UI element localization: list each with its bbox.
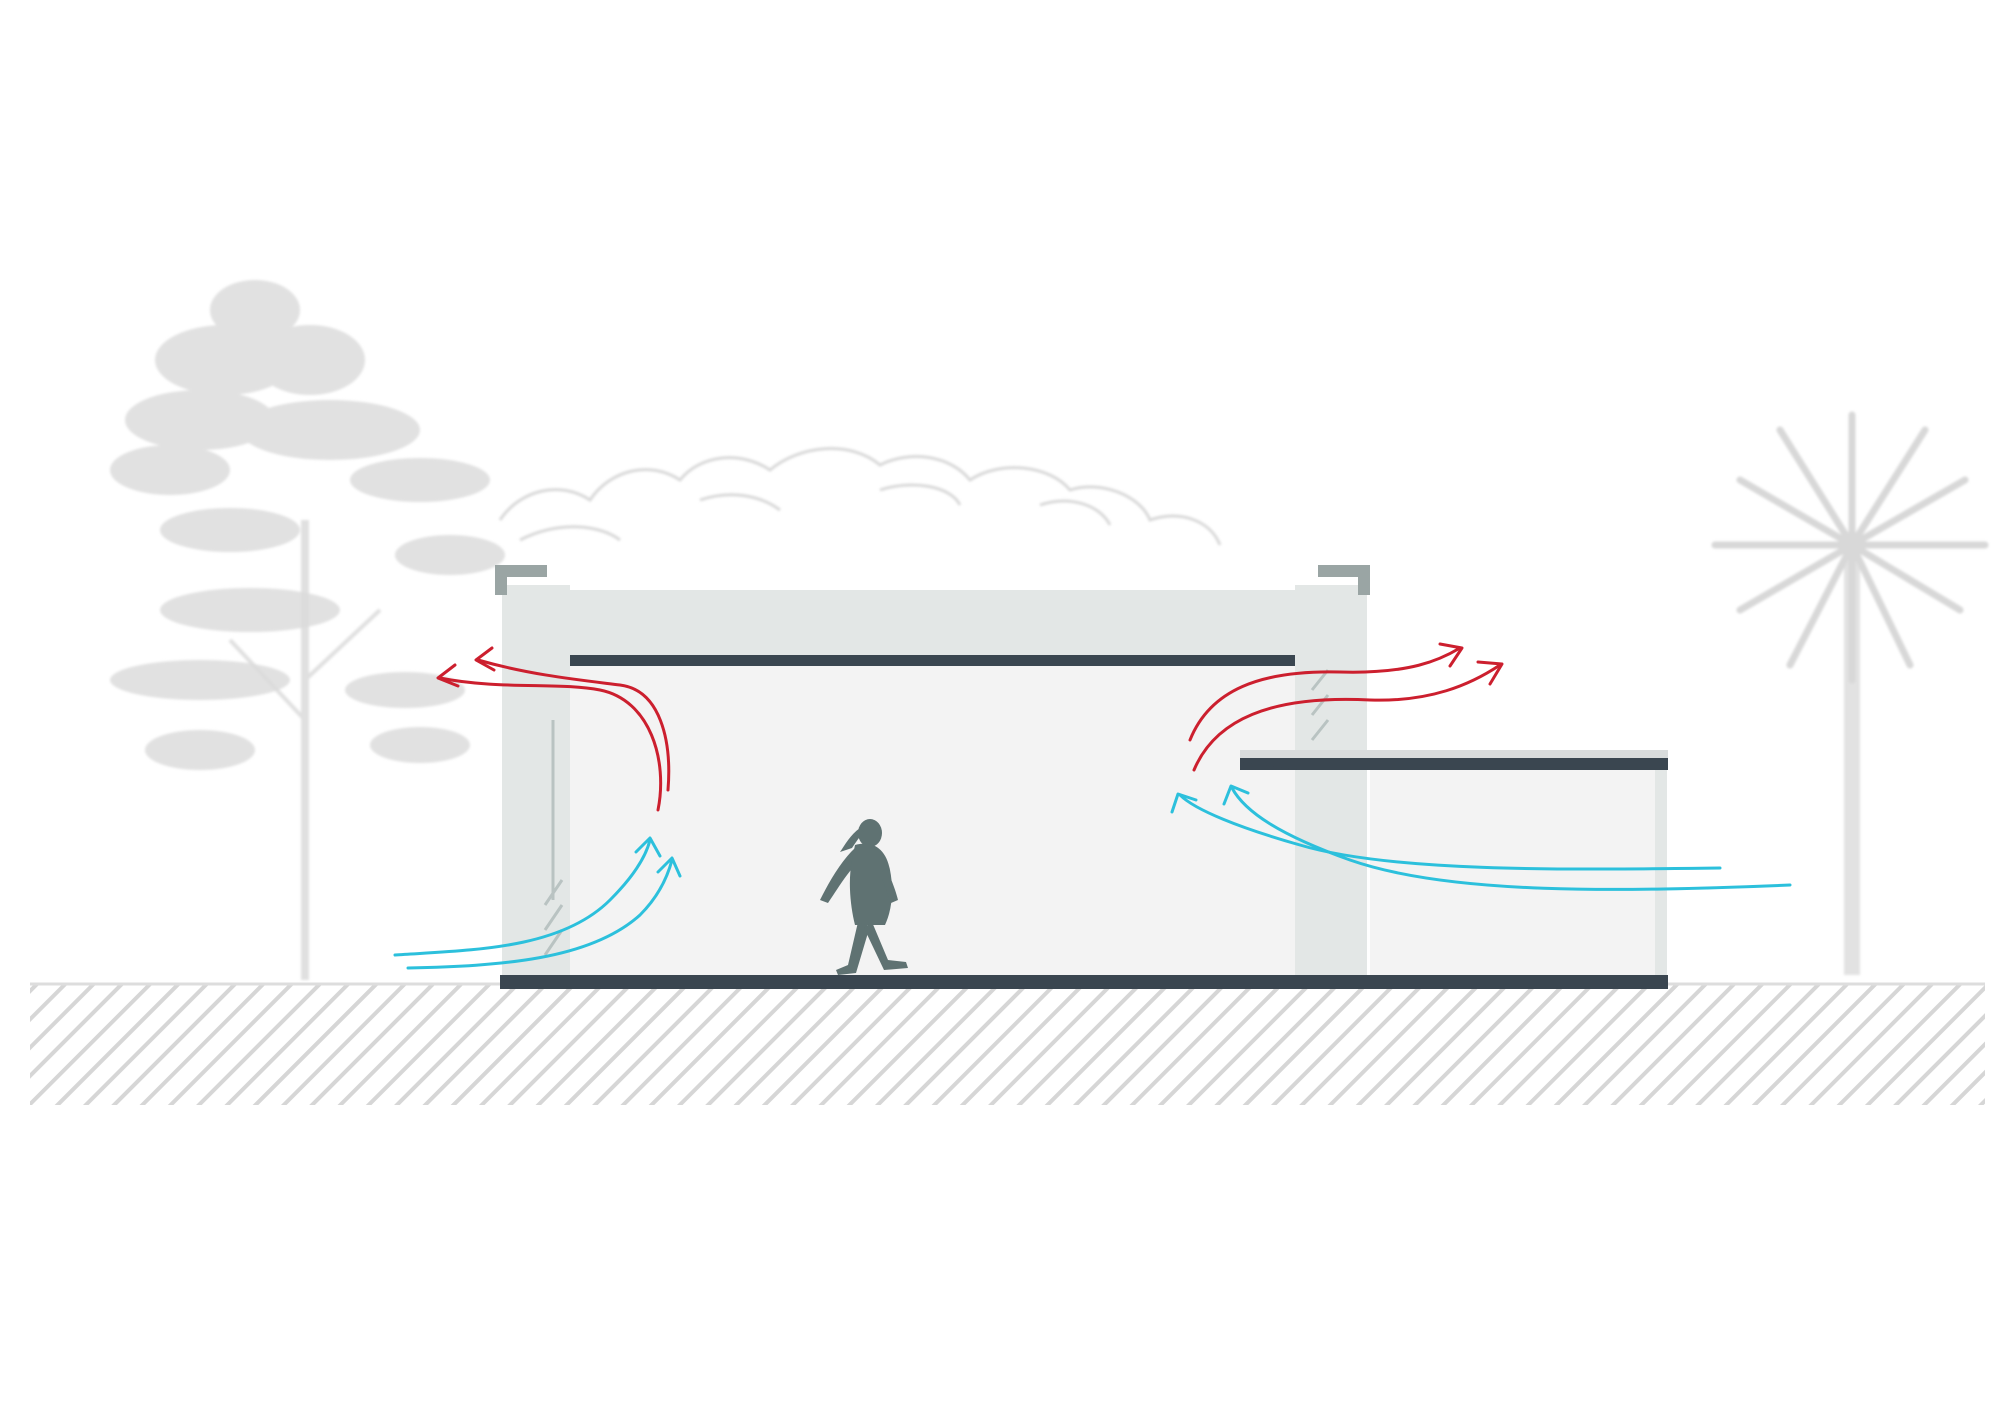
cool-arrow-right-1-head [1170, 792, 1198, 814]
warm-arrow-right-2 [1192, 663, 1502, 772]
cool-arrow-left-2-head [656, 856, 682, 878]
roof-slab [530, 590, 1310, 658]
building-section [495, 565, 1668, 989]
cool-arrow-left-1 [393, 838, 652, 957]
cool-arrow-right-1 [1178, 793, 1722, 871]
floor-slab [500, 975, 1668, 989]
right-parapet-post [1358, 565, 1370, 595]
warm-arrow-right-2-head [1476, 660, 1504, 686]
cool-arrow-right-2 [1230, 786, 1792, 891]
cloud-trees-icon [498, 447, 1222, 546]
warm-arrow-left-1 [438, 676, 663, 812]
deciduous-tree-icon [110, 280, 505, 980]
walking-person-icon [820, 819, 908, 975]
annex-end-wall [1655, 770, 1667, 980]
warm-arrow-left-2 [476, 658, 671, 792]
cool-intake-airflow [393, 784, 1792, 970]
canopy-edge [1240, 758, 1300, 770]
warm-arrow-left-1-head [436, 663, 460, 688]
warm-exhaust-airflow [436, 642, 1504, 812]
cool-arrow-right-2-head [1222, 784, 1250, 806]
left-parapet-post [495, 565, 507, 595]
warm-arrow-right-1-head [1438, 642, 1464, 668]
interior-space [530, 665, 1310, 980]
right-parapet [1318, 565, 1370, 577]
left-wall [502, 585, 570, 980]
left-parapet [495, 565, 547, 577]
ceiling-beam [555, 655, 1325, 666]
left-jalousie-window [543, 720, 564, 956]
cool-arrow-left-1-head [634, 836, 662, 858]
warm-arrow-right-1 [1188, 646, 1462, 742]
warm-arrow-left-2-head [474, 646, 496, 672]
annex-interior [1370, 770, 1665, 980]
ground-hatch [30, 985, 1985, 1105]
annex-roof [1240, 758, 1668, 770]
right-wall [1295, 585, 1367, 980]
annex-roof-light [1240, 750, 1668, 758]
cool-arrow-left-2 [406, 858, 674, 970]
palm-tree-icon [1711, 411, 1989, 975]
